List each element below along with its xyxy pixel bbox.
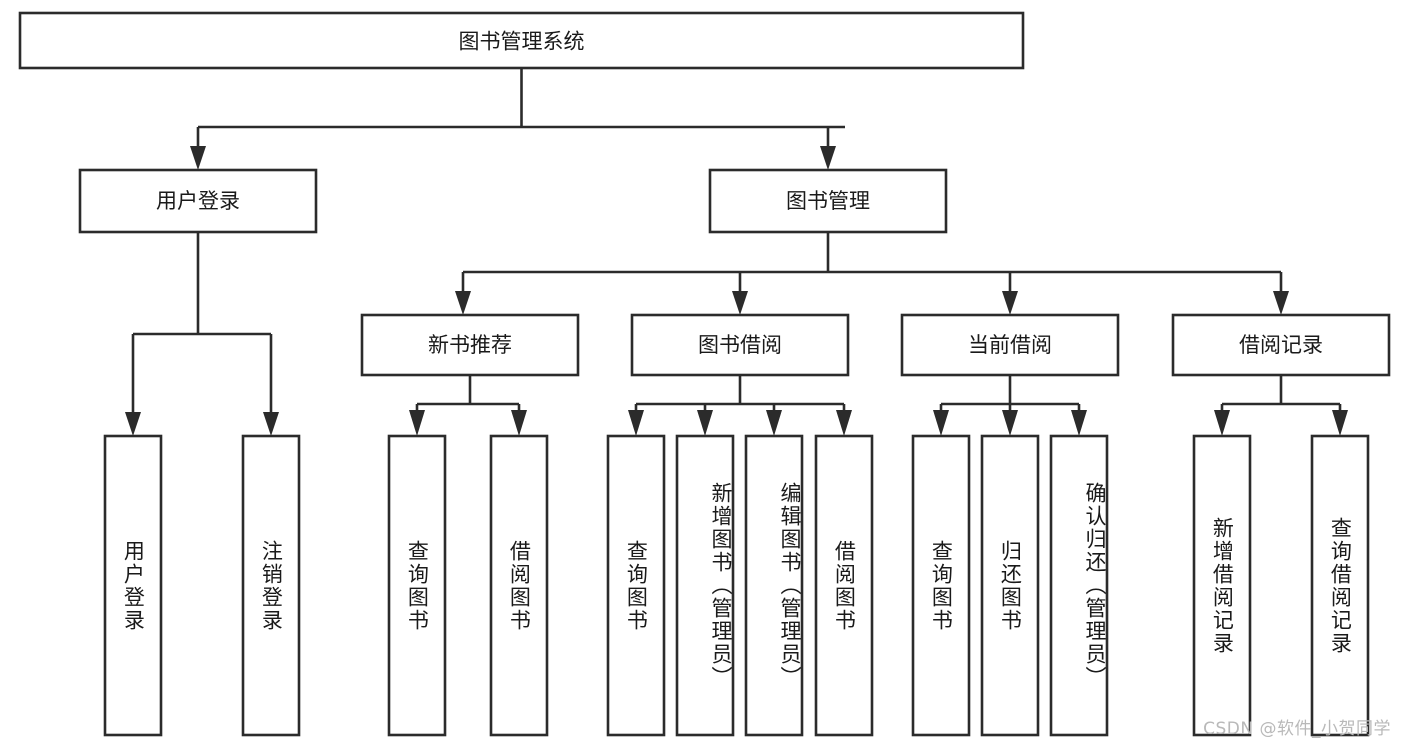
leaf-box-current-borrow-0[interactable] [911, 434, 971, 737]
arrow-records-leaf1-icon [1332, 410, 1348, 436]
node-borrow-records-label: 借阅记录 [1239, 333, 1323, 357]
arrow-to-records-icon [1273, 291, 1289, 315]
node-root-label: 图书管理系统 [459, 30, 585, 54]
leaf-box-new-book-0[interactable] [387, 434, 447, 737]
arrow-to-current-icon [1002, 291, 1018, 315]
arrow-newbook-leaf0-icon [409, 410, 425, 436]
connector-group-borrow-leaves [628, 375, 852, 436]
node-borrow-records-rect[interactable] [1171, 313, 1391, 377]
arrow-newbook-leaf1-icon [511, 410, 527, 436]
leaf-box-book-borrow-1[interactable] [675, 434, 735, 737]
arrow-current-leaf0-icon [933, 410, 949, 436]
node-root-rect[interactable] [18, 11, 1025, 70]
arrow-login-leaf1-icon [263, 412, 279, 436]
connector-group-bookmgmt [455, 232, 1289, 315]
arrow-to-borrow-icon [732, 291, 748, 315]
arrow-current-leaf2-icon [1071, 410, 1087, 436]
node-new-book-recommend-label: 新书推荐 [428, 333, 512, 357]
arrow-to-newbook-icon [455, 291, 471, 315]
leaf-box-current-borrow-1[interactable] [980, 434, 1040, 737]
node-user-login-rect[interactable] [78, 168, 318, 234]
arrow-root-to-bookmgmt-icon [820, 146, 836, 170]
leaf-box-book-borrow-0[interactable] [606, 434, 666, 737]
node-user-login-label: 用户登录 [156, 189, 240, 213]
leaf-box-new-book-1[interactable] [489, 434, 549, 737]
arrow-root-to-login-icon [190, 146, 206, 170]
connector-group-login-leaves [125, 232, 279, 436]
connector-group-records-leaves [1214, 375, 1348, 436]
connector-group-current-leaves [933, 375, 1087, 436]
node-new-book-recommend[interactable]: 新书推荐 [360, 313, 580, 377]
node-current-borrow-rect[interactable] [900, 313, 1120, 377]
node-borrow-records[interactable]: 借阅记录 [1171, 313, 1391, 377]
node-book-management[interactable]: 图书管理 [708, 168, 948, 234]
node-root[interactable]: 图书管理系统 [18, 11, 1025, 70]
node-book-borrow[interactable]: 图书借阅 [630, 313, 850, 377]
leaf-box-book-borrow-3[interactable] [814, 434, 874, 737]
leaf-box-user-login-1[interactable] [241, 434, 301, 737]
node-current-borrow[interactable]: 当前借阅 [900, 313, 1120, 377]
arrow-borrow-leaf3-icon [836, 410, 852, 436]
leaf-box-borrow-records-0[interactable] [1192, 434, 1252, 737]
node-new-book-recommend-rect[interactable] [360, 313, 580, 377]
node-book-borrow-rect[interactable] [630, 313, 850, 377]
leaf-box-user-login-0[interactable] [103, 434, 163, 737]
arrow-current-leaf1-icon [1002, 410, 1018, 436]
connector-group-root [190, 68, 845, 170]
node-current-borrow-label: 当前借阅 [968, 333, 1052, 357]
node-book-management-label: 图书管理 [786, 189, 870, 213]
arrow-records-leaf0-icon [1214, 410, 1230, 436]
csdn-watermark: CSDN @软件_小贺同学 [1203, 719, 1391, 739]
node-user-login[interactable]: 用户登录 [78, 168, 318, 234]
arrow-borrow-leaf1-icon [697, 410, 713, 436]
leaf-box-current-borrow-2[interactable] [1049, 434, 1109, 737]
arrow-borrow-leaf2-icon [766, 410, 782, 436]
connector-group-newbook-leaves [409, 375, 527, 436]
arrow-borrow-leaf0-icon [628, 410, 644, 436]
node-book-management-rect[interactable] [708, 168, 948, 234]
arrow-login-leaf0-icon [125, 412, 141, 436]
leaf-box-borrow-records-1[interactable] [1310, 434, 1370, 737]
leaf-box-book-borrow-2[interactable] [744, 434, 804, 737]
node-book-borrow-label: 图书借阅 [698, 333, 782, 357]
